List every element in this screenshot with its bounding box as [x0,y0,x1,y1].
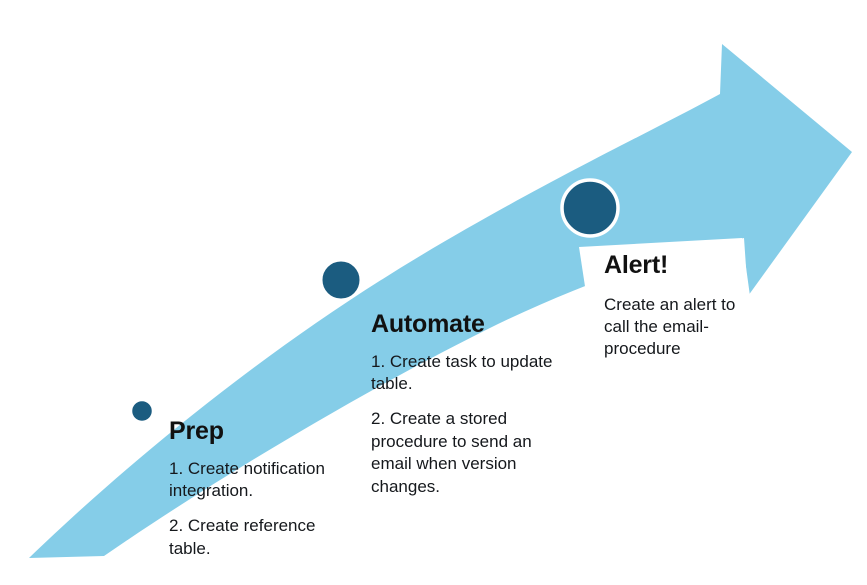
stage-block-automate: Automate 1. Create task to update table.… [371,310,557,498]
stage-item: 1. Create notification integration. [169,458,325,500]
stage-block-alert: Alert! Create an alert to call the email… [604,251,760,361]
stage-block-prep: Prep 1. Create notification integration.… [169,417,355,560]
stage-item: 1. Create task to update table. [371,351,553,393]
stage-title-prep: Prep [169,417,224,445]
marker-alert[interactable] [560,178,620,238]
stage-title-automate: Automate [371,310,485,338]
alert-notch-cutout [579,238,750,306]
arrow-shape [29,44,852,558]
stage-markers [129,178,620,424]
stage-item: 2. Create a stored procedure to send an … [371,409,532,496]
marker-prep[interactable] [129,398,155,424]
stage-item: Create an alert to call the email-proced… [604,294,736,359]
stage-title-alert: Alert! [604,251,669,279]
stage-item: 2. Create reference table. [169,516,316,558]
marker-automate[interactable] [319,258,363,302]
